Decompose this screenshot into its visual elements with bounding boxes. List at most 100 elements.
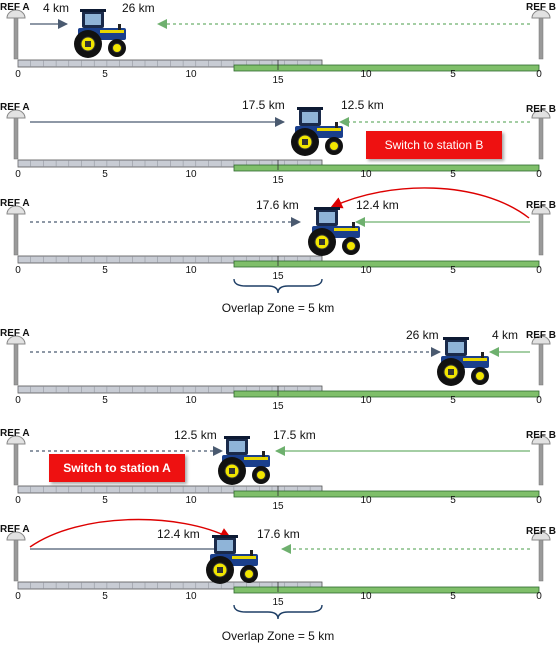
- panel-3-ref-a-label: REF A: [0, 198, 30, 209]
- panel-1-distance-a: 4 km: [43, 1, 70, 15]
- panel-3-tractor: [308, 207, 360, 256]
- panel-4-tick-a-10: 10: [185, 395, 197, 406]
- overlap-brace-1: [233, 278, 323, 294]
- panel-4-ref-b-station: [531, 335, 551, 386]
- panel-5-scale-bar-b: [233, 490, 540, 498]
- panel-5-tick-a-5: 5: [102, 495, 108, 506]
- panel-2-tick-a-0: 0: [15, 169, 21, 180]
- panel-2-tick-a-5: 5: [102, 169, 108, 180]
- panel-2-distance-b: 12.5 km: [341, 98, 384, 112]
- panel-4-distance-a: 26 km: [406, 328, 439, 342]
- panel-5-tick-b-5: 5: [450, 495, 456, 506]
- panel-2-tick-b-5: 5: [450, 169, 456, 180]
- panel-4-tick-a-0: 0: [15, 395, 21, 406]
- panel-5-tick-b-15: 15: [272, 501, 284, 512]
- panel-2-tractor: [291, 107, 343, 156]
- panel-1-tick-a-0: 0: [15, 69, 21, 80]
- panel-3-distance-a: 17.6 km: [256, 198, 299, 212]
- panel-1-ref-a-label: REF A: [0, 2, 30, 13]
- panel-3-ref-a-station: [6, 205, 26, 256]
- panel-6-tick-b-5: 5: [450, 591, 456, 602]
- panel-6-tractor: [206, 535, 258, 584]
- panel-3-switch-curve: [330, 187, 530, 219]
- panel-4-ref-b-label: REF B: [526, 330, 556, 341]
- panel-5-distance-b: 17.5 km: [273, 428, 316, 442]
- panel-4-distance-b: 4 km: [492, 328, 519, 342]
- panel-2-tick-b-15: 15: [272, 175, 284, 186]
- panel-3-tick-a-0: 0: [15, 265, 21, 276]
- panel-5-ref-b-label: REF B: [526, 430, 556, 441]
- panel-5-tick-b-0: 0: [536, 495, 542, 506]
- panel-2-tick-b-10: 10: [360, 169, 372, 180]
- panel-6-distance-a: 12.4 km: [157, 527, 200, 541]
- panel-3-scale-bar-b: [233, 260, 540, 268]
- panel-2-ref-a-label: REF A: [0, 102, 30, 113]
- panel-4-ref-a-station: [6, 335, 26, 386]
- panel-5-ref-b-station: [531, 435, 551, 486]
- panel-6-ref-a-label: REF A: [0, 524, 30, 535]
- panel-6-ref-a-station: [6, 531, 26, 582]
- overlap-brace-2: [233, 604, 323, 620]
- panel-1-ref-b-label: REF B: [526, 2, 556, 13]
- panel-2-ref-a-station: [6, 109, 26, 160]
- panel-6-ref-b-station: [531, 531, 551, 582]
- panel-4-scale-bar-b: [233, 390, 540, 398]
- panel-5-ref-a-station: [6, 435, 26, 486]
- panel-3-tick-b-5: 5: [450, 265, 456, 276]
- panel-6-ref-b-label: REF B: [526, 526, 556, 537]
- panel-3-tick-a-10: 10: [185, 265, 197, 276]
- panel-3-tick-b-10: 10: [360, 265, 372, 276]
- panel-1-tick-a-10: 10: [185, 69, 197, 80]
- panel-1-distance-b: 26 km: [122, 1, 155, 15]
- panel-1-tick-b-15: 15: [272, 75, 284, 86]
- panel-4-tick-b-15: 15: [272, 401, 284, 412]
- panel-4-tick-b-0: 0: [536, 395, 542, 406]
- panel-5-distance-a: 12.5 km: [174, 428, 217, 442]
- panel-3-tick-b-15: 15: [272, 271, 284, 282]
- panel-6-scale-bar-b: [233, 586, 540, 594]
- panel-3-ref-b-label: REF B: [526, 200, 556, 211]
- panel-6-switch-curve: [29, 518, 232, 548]
- panel-6-tick-a-10: 10: [185, 591, 197, 602]
- panel-4-tractor: [437, 337, 489, 386]
- panel-3-distance-b: 12.4 km: [356, 198, 399, 212]
- panel-2-tick-b-0: 0: [536, 169, 542, 180]
- panel-6-tick-b-0: 0: [536, 591, 542, 602]
- panel-3-tick-a-5: 5: [102, 265, 108, 276]
- panel-2-scale-bar-b: [233, 164, 540, 172]
- panel-4-tick-a-5: 5: [102, 395, 108, 406]
- panel-2-ref-b-label: REF B: [526, 104, 556, 115]
- panel-1-tick-b-5: 5: [450, 69, 456, 80]
- panel-2-tick-a-10: 10: [185, 169, 197, 180]
- overlap-zone-label-2: Overlap Zone = 5 km: [221, 629, 335, 643]
- panel-5-switch-notice: Switch to station A: [49, 454, 185, 482]
- panel-6-tick-a-0: 0: [15, 591, 21, 602]
- panel-5-tick-a-0: 0: [15, 495, 21, 506]
- panel-1-tick-b-10: 10: [360, 69, 372, 80]
- panel-2-distance-a: 17.5 km: [242, 98, 285, 112]
- panel-5-tractor: [218, 436, 270, 485]
- panel-4-ref-a-label: REF A: [0, 328, 30, 339]
- panel-6-tick-a-5: 5: [102, 591, 108, 602]
- panel-4-tick-b-5: 5: [450, 395, 456, 406]
- panel-1-scale-bar-b: [233, 64, 540, 72]
- panel-5-tick-a-10: 10: [185, 495, 197, 506]
- panel-1-ref-b-station: [531, 9, 551, 60]
- panel-6-tick-b-10: 10: [360, 591, 372, 602]
- panel-1-ref-a-station: [6, 9, 26, 60]
- panel-1-tick-b-0: 0: [536, 69, 542, 80]
- panel-5-ref-a-label: REF A: [0, 428, 30, 439]
- panel-3-ref-b-station: [531, 205, 551, 256]
- panel-4-tick-b-10: 10: [360, 395, 372, 406]
- panel-1-tractor: [74, 9, 126, 58]
- panel-1-tick-a-5: 5: [102, 69, 108, 80]
- panel-6-tick-b-15: 15: [272, 597, 284, 608]
- panel-5-tick-b-10: 10: [360, 495, 372, 506]
- panel-2-ref-b-station: [531, 109, 551, 160]
- overlap-zone-label-1: Overlap Zone = 5 km: [221, 301, 335, 315]
- panel-2-switch-notice: Switch to station B: [366, 131, 502, 159]
- panel-6-distance-b: 17.6 km: [257, 527, 300, 541]
- panel-3-tick-b-0: 0: [536, 265, 542, 276]
